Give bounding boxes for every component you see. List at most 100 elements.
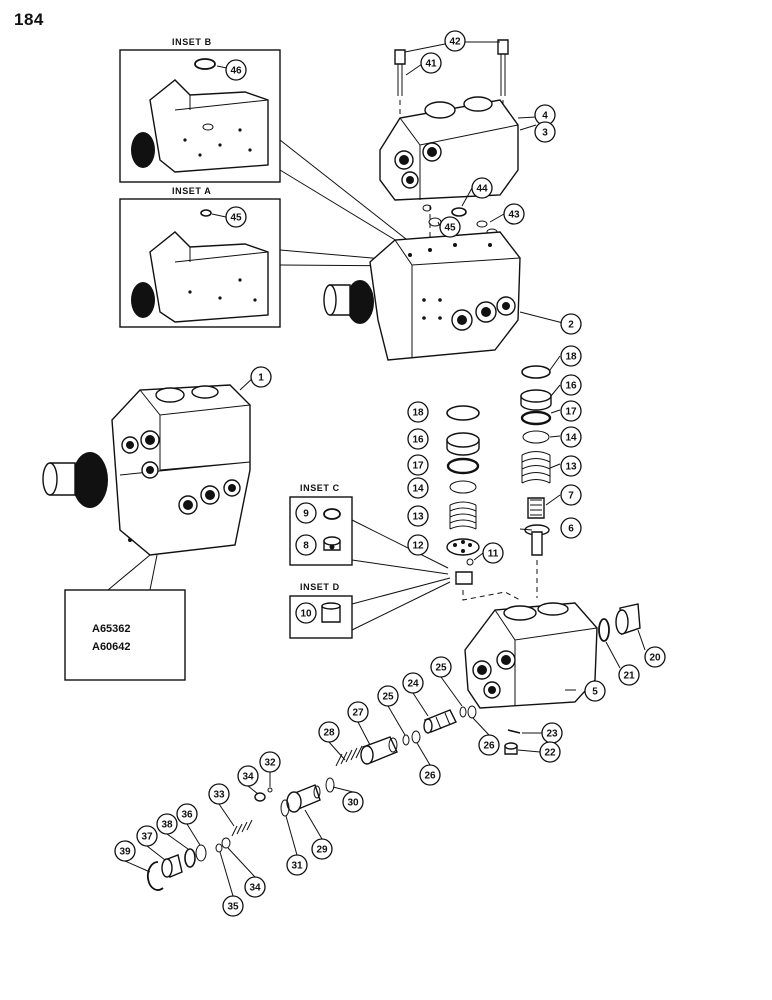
callout-18-left: 18 — [407, 401, 429, 423]
callout-25-right: 25 — [430, 656, 452, 678]
callout-11: 11 — [482, 542, 504, 564]
svg-text:41: 41 — [425, 59, 437, 70]
inset-a-label: INSET A — [172, 186, 211, 196]
svg-text:18: 18 — [565, 352, 577, 363]
svg-text:45: 45 — [230, 213, 242, 224]
svg-text:23: 23 — [546, 729, 558, 740]
middle-section — [323, 231, 521, 361]
svg-text:9: 9 — [303, 509, 309, 520]
callout-14-right: 14 — [560, 426, 582, 448]
svg-text:5: 5 — [592, 687, 598, 698]
svg-text:42: 42 — [449, 37, 461, 48]
callout-18-right: 18 — [560, 345, 582, 367]
svg-text:17: 17 — [412, 461, 424, 472]
svg-text:30: 30 — [347, 798, 359, 809]
top-section — [379, 96, 519, 248]
inset-a: INSET A — [119, 186, 281, 328]
callout-36: 36 — [176, 803, 198, 825]
callout-35: 35 — [222, 895, 244, 917]
svg-text:33: 33 — [213, 790, 225, 801]
callout-38: 38 — [156, 813, 178, 835]
svg-text:31: 31 — [291, 861, 303, 872]
callout-9: 9 — [295, 502, 317, 524]
svg-text:20: 20 — [649, 653, 661, 664]
inset-b-label: INSET B — [172, 37, 212, 47]
callout-31: 31 — [286, 854, 308, 876]
svg-text:24: 24 — [407, 679, 419, 690]
svg-text:21: 21 — [623, 671, 635, 682]
svg-text:14: 14 — [412, 484, 424, 495]
svg-text:3: 3 — [542, 128, 548, 139]
svg-text:26: 26 — [483, 741, 495, 752]
callout-17-right: 17 — [560, 400, 582, 422]
svg-text:8: 8 — [303, 541, 309, 552]
callout-42: 42 — [444, 30, 466, 52]
callout-leaders — [239, 41, 576, 691]
svg-text:46: 46 — [230, 66, 242, 77]
callout-43: 43 — [503, 203, 525, 225]
svg-text:45: 45 — [444, 223, 456, 234]
svg-text:38: 38 — [161, 820, 173, 831]
callout-39: 39 — [114, 840, 136, 862]
callout-1: 1 — [250, 366, 272, 388]
callout-5: 5 — [584, 680, 606, 702]
svg-text:39: 39 — [119, 847, 131, 858]
callout-12: 12 — [407, 534, 429, 556]
callout-28: 28 — [318, 721, 340, 743]
svg-text:44: 44 — [476, 184, 488, 195]
callout-30: 30 — [342, 791, 364, 813]
svg-text:43: 43 — [508, 210, 520, 221]
svg-text:36: 36 — [181, 810, 193, 821]
svg-text:22: 22 — [544, 748, 556, 759]
svg-text:10: 10 — [300, 609, 312, 620]
svg-text:14: 14 — [565, 433, 577, 444]
svg-text:34: 34 — [242, 772, 254, 783]
callout-33: 33 — [208, 783, 230, 805]
model-box: A65362 A60642 — [64, 589, 186, 681]
callout-22: 22 — [539, 741, 561, 763]
svg-text:16: 16 — [412, 435, 424, 446]
callout-16-left: 16 — [407, 428, 429, 450]
svg-text:7: 7 — [568, 491, 574, 502]
model-number-1: A65362 — [92, 623, 131, 635]
callout-45: 45 — [439, 216, 461, 238]
inset-d-label: INSET D — [300, 582, 340, 592]
callout-14-left: 14 — [407, 477, 429, 499]
svg-text:35: 35 — [227, 902, 239, 913]
callout-8: 8 — [295, 534, 317, 556]
inset-c-label: INSET C — [300, 483, 340, 493]
callout-34-bottom: 34 — [244, 876, 266, 898]
callout-16-right: 16 — [560, 374, 582, 396]
callout-23: 23 — [541, 722, 563, 744]
callout-26-right: 26 — [478, 734, 500, 756]
svg-text:34: 34 — [249, 883, 261, 894]
callout-45-inset: 45 — [225, 206, 247, 228]
svg-text:25: 25 — [435, 663, 447, 674]
model-number-2: A60642 — [92, 641, 131, 653]
callout-20: 20 — [644, 646, 666, 668]
callout-25-left: 25 — [377, 685, 399, 707]
inset-b: INSET B — [119, 37, 281, 183]
page-number: 184 — [14, 10, 44, 29]
callout-32: 32 — [259, 751, 281, 773]
svg-text:11: 11 — [488, 549, 499, 560]
callout-41: 41 — [420, 52, 442, 74]
lower-section — [464, 602, 598, 709]
svg-text:26: 26 — [424, 771, 436, 782]
callout-24: 24 — [402, 672, 424, 694]
svg-text:29: 29 — [316, 845, 328, 856]
callout-44: 44 — [471, 177, 493, 199]
callout-3: 3 — [534, 121, 556, 143]
callout-7: 7 — [560, 484, 582, 506]
spool-leaders — [124, 187, 646, 897]
svg-text:1: 1 — [258, 373, 264, 384]
callout-17-left: 17 — [407, 454, 429, 476]
svg-text:13: 13 — [565, 462, 577, 473]
svg-text:16: 16 — [565, 381, 577, 392]
callout-26-left: 26 — [419, 764, 441, 786]
callout-13-right: 13 — [560, 455, 582, 477]
svg-text:13: 13 — [412, 512, 424, 523]
svg-text:32: 32 — [264, 758, 276, 769]
svg-text:4: 4 — [542, 111, 548, 122]
callout-46: 46 — [225, 59, 247, 81]
